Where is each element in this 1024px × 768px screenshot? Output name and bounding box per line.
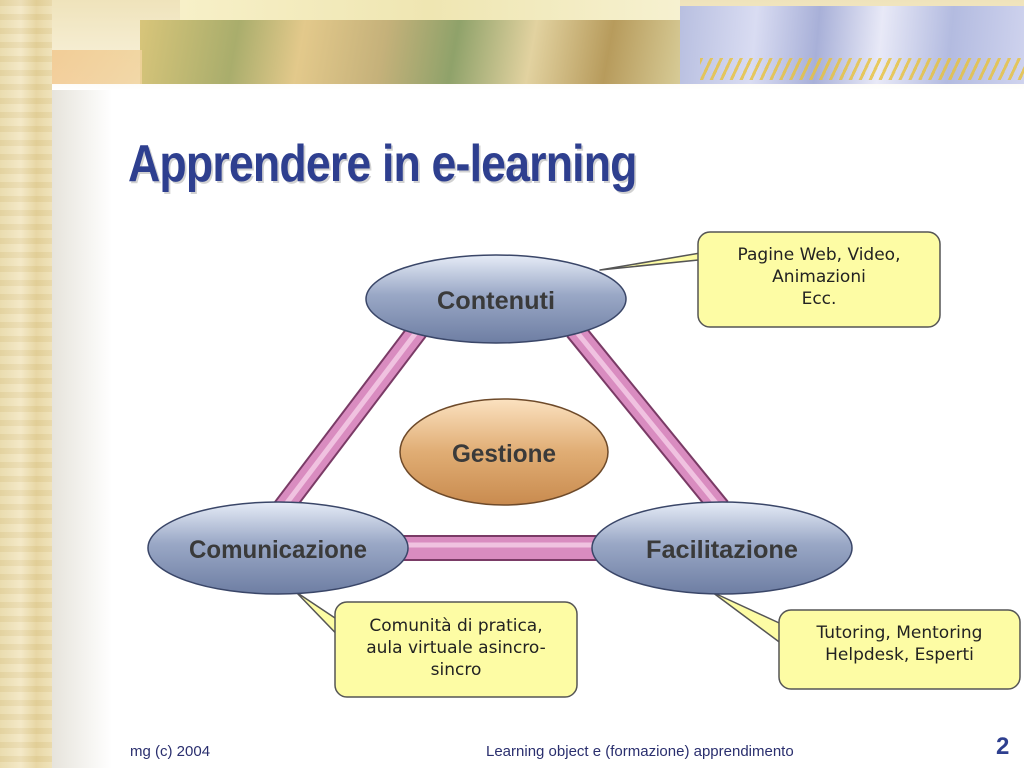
left-decorative-strip [0, 0, 52, 768]
node-comunicazione-label: Comunicazione [189, 536, 367, 564]
callout-left-text: Comunità di pratica, aula virtuale asinc… [366, 616, 546, 680]
page-number: 2 [996, 733, 1010, 760]
node-gestione-label: Gestione [452, 440, 556, 468]
callout-right-box [778, 609, 1021, 690]
node-facilitazione-label: Facilitazione [646, 536, 798, 564]
node-gestione [399, 398, 609, 506]
node-contenuti [365, 254, 627, 344]
footer-left: mg (c) 2004 [130, 743, 211, 760]
node-facilitazione [591, 501, 853, 595]
callout-left-box [334, 601, 578, 698]
node-comunicazione [147, 501, 409, 595]
node-contenuti-label: Contenuti [437, 287, 555, 315]
connectors [274, 323, 729, 561]
footer-center: Learning object e (formazione) apprendim… [486, 743, 794, 760]
callout-top-box [697, 231, 941, 328]
callout-right-text: Tutoring, Mentoring Helpdesk, Esperti [816, 623, 983, 665]
callout-top-text: Pagine Web, Video, Animazioni Ecc. [737, 245, 901, 309]
slide-title: Apprendere in e-learning [128, 135, 638, 193]
